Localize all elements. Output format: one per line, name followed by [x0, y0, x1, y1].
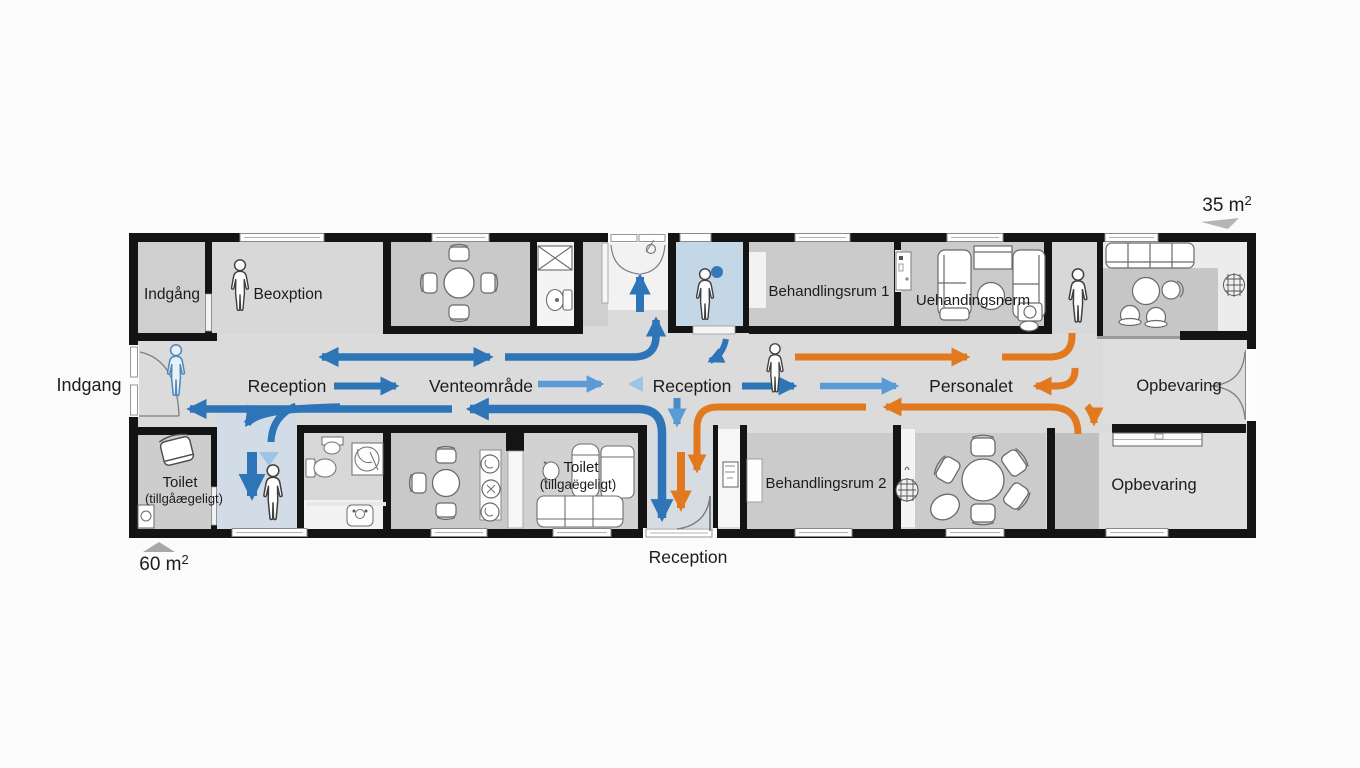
svg-text:(tillgåægeligt): (tillgåægeligt): [145, 491, 223, 506]
svg-text:Indgang: Indgang: [56, 375, 121, 395]
svg-text:Indgång: Indgång: [144, 286, 200, 303]
svg-text:Toilet: Toilet: [563, 459, 599, 476]
svg-text:Opbevaring: Opbevaring: [1136, 377, 1221, 395]
svg-text:35 m2: 35 m2: [1202, 193, 1251, 216]
svg-text:Behandlingsrum 1: Behandlingsrum 1: [769, 283, 890, 300]
svg-text:Reception: Reception: [248, 376, 327, 396]
svg-text:Beoxption: Beoxption: [254, 286, 323, 303]
svg-text:Reception: Reception: [653, 376, 732, 396]
svg-text:(tillgaëgeligt): (tillgaëgeligt): [540, 477, 617, 492]
svg-text:Venteområde: Venteområde: [429, 376, 533, 396]
svg-text:Uehandingsnerm: Uehandingsnerm: [916, 292, 1030, 309]
svg-text:Reception: Reception: [649, 547, 728, 567]
svg-text:Opbevaring: Opbevaring: [1111, 476, 1196, 494]
svg-text:Personalet: Personalet: [929, 376, 1013, 396]
svg-text:60 m2: 60 m2: [139, 552, 188, 575]
svg-text:Toilet: Toilet: [162, 474, 198, 491]
svg-text:Behandlingsrum 2: Behandlingsrum 2: [766, 475, 887, 492]
